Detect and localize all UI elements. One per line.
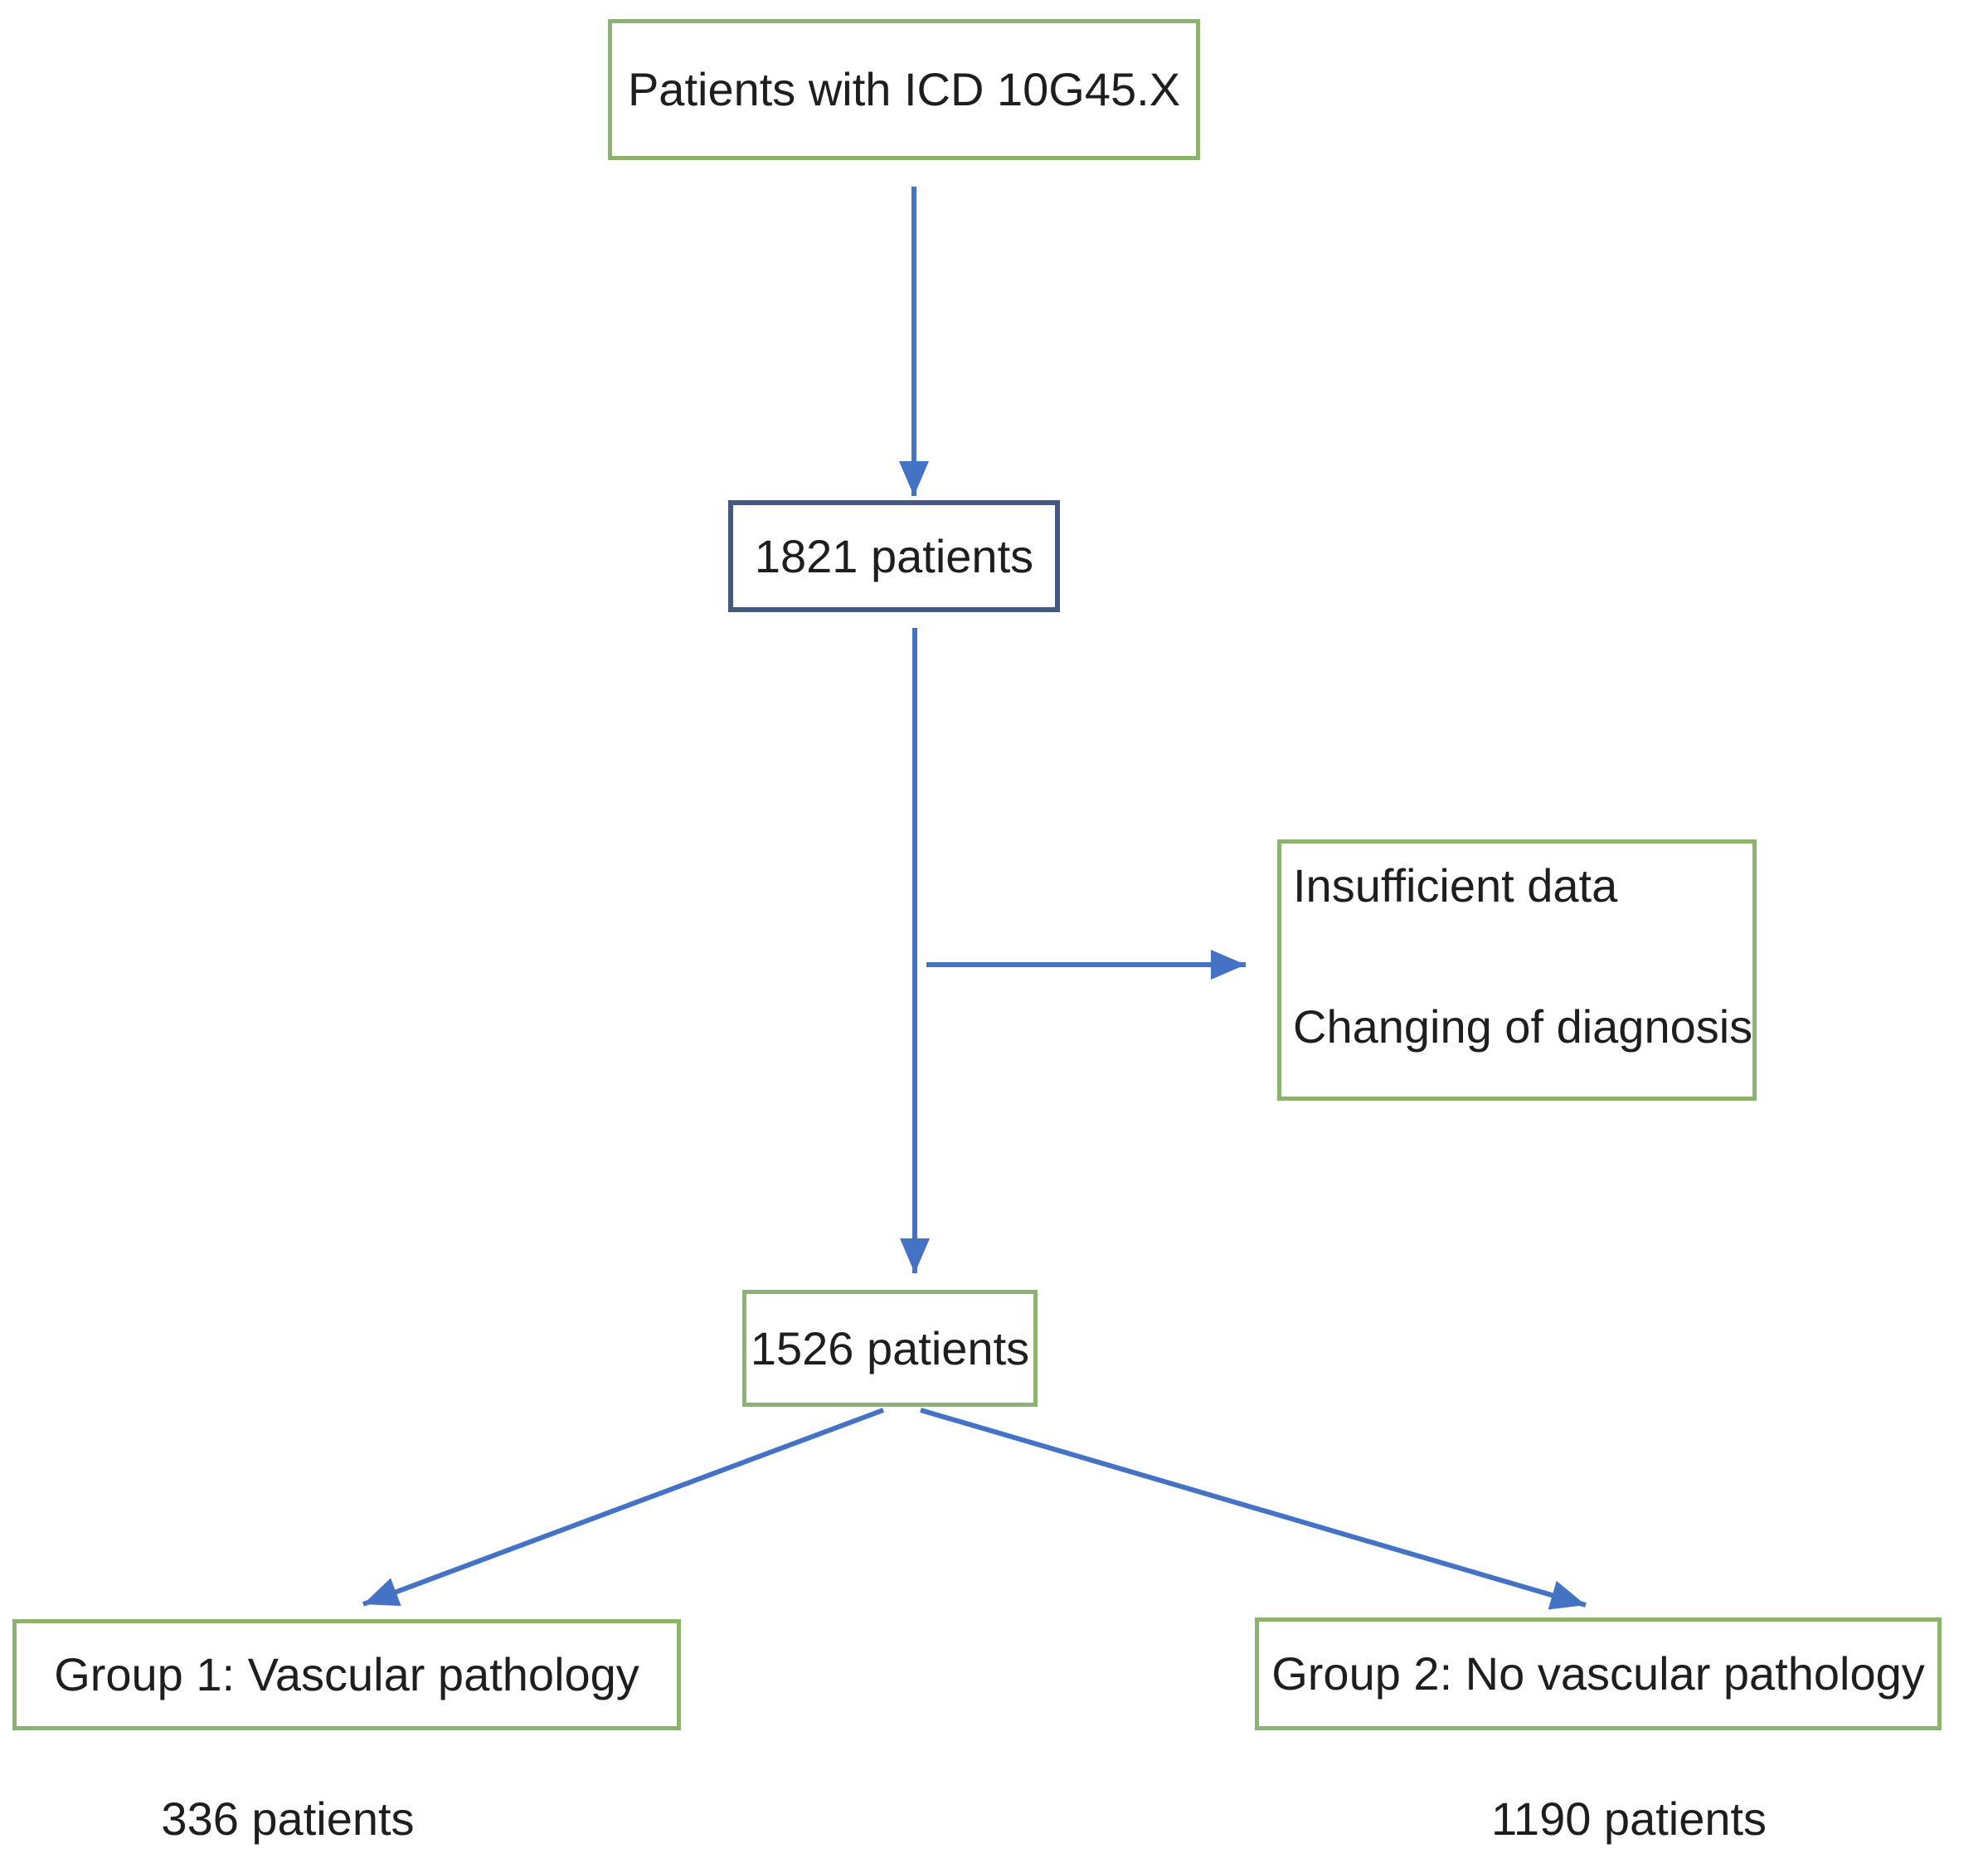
arrow-included-to-group2 [920, 1408, 1587, 1610]
group2-box-label: Group 2: No vascular pathology [1271, 1647, 1925, 1700]
exclusion-reason-1: Insufficient data [1293, 859, 1618, 912]
group1-box: Group 1: Vascular pathology [12, 1619, 681, 1730]
group2-count: 1190 patients [1490, 1792, 1767, 1845]
cohort-box-label: 1821 patients [754, 529, 1034, 582]
exclusion-reason-2: Changing of diagnosis [1293, 1000, 1753, 1053]
cohort-box: 1821 patients [728, 500, 1060, 612]
included-box: 1526 patients [742, 1290, 1038, 1407]
source-box-label: Patients with ICD 10G45.X [627, 63, 1181, 115]
group1-box-label: Group 1: Vascular pathology [54, 1648, 639, 1700]
group1-count: 336 patients [161, 1792, 415, 1845]
source-box: Patients with ICD 10G45.X [608, 19, 1200, 160]
group2-box: Group 2: No vascular pathology [1255, 1617, 1942, 1730]
exclusion-box: Insufficient data Changing of diagnosis [1277, 839, 1757, 1101]
included-box-label: 1526 patients [750, 1321, 1030, 1374]
arrow-included-to-group1 [362, 1408, 885, 1607]
